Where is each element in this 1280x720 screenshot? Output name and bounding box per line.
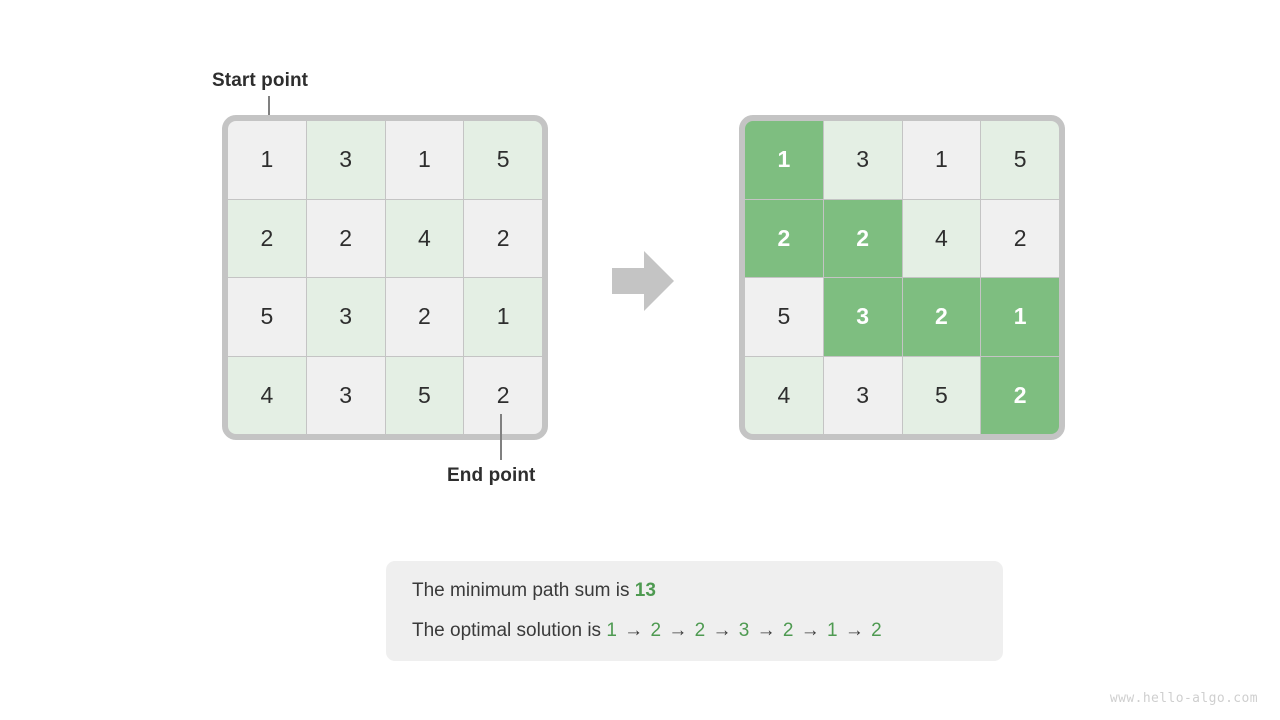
grid-cell: 2 bbox=[745, 199, 823, 277]
sequence-value: 1 bbox=[606, 620, 617, 641]
sequence-value: 2 bbox=[650, 620, 662, 641]
grid-cell: 2 bbox=[228, 199, 306, 277]
right-block-arrow-icon bbox=[612, 251, 674, 316]
sequence-value: 2 bbox=[694, 620, 706, 641]
grid-cell: 5 bbox=[745, 278, 823, 356]
sequence-arrow-icon: → bbox=[618, 620, 649, 641]
grid-cell: 2 bbox=[981, 199, 1059, 277]
grid-cell: 1 bbox=[902, 121, 981, 199]
grid-cell: 5 bbox=[385, 356, 464, 434]
grid-cell: 2 bbox=[306, 199, 385, 277]
minimum-path-sum-value: 13 bbox=[634, 580, 656, 601]
grid-cell: 3 bbox=[306, 121, 385, 199]
sequence-value: 1 bbox=[827, 620, 838, 641]
sequence-arrow-icon: → bbox=[707, 620, 737, 641]
grid-cell: 3 bbox=[823, 121, 902, 199]
grid-cell: 4 bbox=[385, 199, 464, 277]
watermark: www.hello-algo.com bbox=[1109, 691, 1258, 706]
optimal-solution-prefix: The optimal solution is bbox=[412, 620, 607, 641]
sequence-arrow-icon: → bbox=[663, 620, 693, 641]
grid-cell: 3 bbox=[823, 278, 902, 356]
grid-cell: 5 bbox=[981, 121, 1059, 199]
sequence-arrow-icon: → bbox=[751, 620, 781, 641]
end-point-label: End point bbox=[447, 465, 536, 486]
grid-cell: 5 bbox=[228, 278, 306, 356]
grid-cell: 4 bbox=[745, 356, 823, 434]
grid-cell: 2 bbox=[823, 199, 902, 277]
grid-cell: 1 bbox=[981, 278, 1059, 356]
grid-cell: 3 bbox=[823, 356, 902, 434]
start-point-label: Start point bbox=[212, 70, 309, 91]
grid-cell: 4 bbox=[902, 199, 981, 277]
grid-cell: 1 bbox=[464, 278, 542, 356]
sequence-value: 3 bbox=[738, 620, 750, 641]
optimal-solution-line: The optimal solution is 1 → 2 → 2 → 3 → … bbox=[412, 621, 977, 640]
grid-cell: 2 bbox=[464, 199, 542, 277]
end-point-leader-line bbox=[500, 414, 502, 460]
sequence-value: 2 bbox=[782, 620, 794, 641]
grid-cell: 1 bbox=[228, 121, 306, 199]
minimum-path-sum-prefix: The minimum path sum is bbox=[412, 580, 635, 601]
grid-cell: 2 bbox=[464, 356, 542, 434]
grid-cell: 2 bbox=[385, 278, 464, 356]
grid-cell: 3 bbox=[306, 356, 385, 434]
grid-cell: 3 bbox=[306, 278, 385, 356]
grid-cell: 2 bbox=[902, 278, 981, 356]
result-caption-box: The minimum path sum is 13 The optimal s… bbox=[386, 561, 1003, 661]
sequence-arrow-icon: → bbox=[795, 620, 826, 641]
grid-cell: 5 bbox=[464, 121, 542, 199]
grid-cell: 4 bbox=[228, 356, 306, 434]
grid-cell: 1 bbox=[745, 121, 823, 199]
grid-cell: 1 bbox=[385, 121, 464, 199]
grid-cell: 5 bbox=[902, 356, 981, 434]
optimal-solution-sequence: 1 → 2 → 2 → 3 → 2 → 1 → 2 bbox=[606, 620, 881, 641]
minimum-path-sum-line: The minimum path sum is 13 bbox=[412, 581, 977, 600]
sequence-arrow-icon: → bbox=[839, 620, 870, 641]
grid-cell: 2 bbox=[981, 356, 1059, 434]
sequence-value: 2 bbox=[871, 620, 882, 641]
